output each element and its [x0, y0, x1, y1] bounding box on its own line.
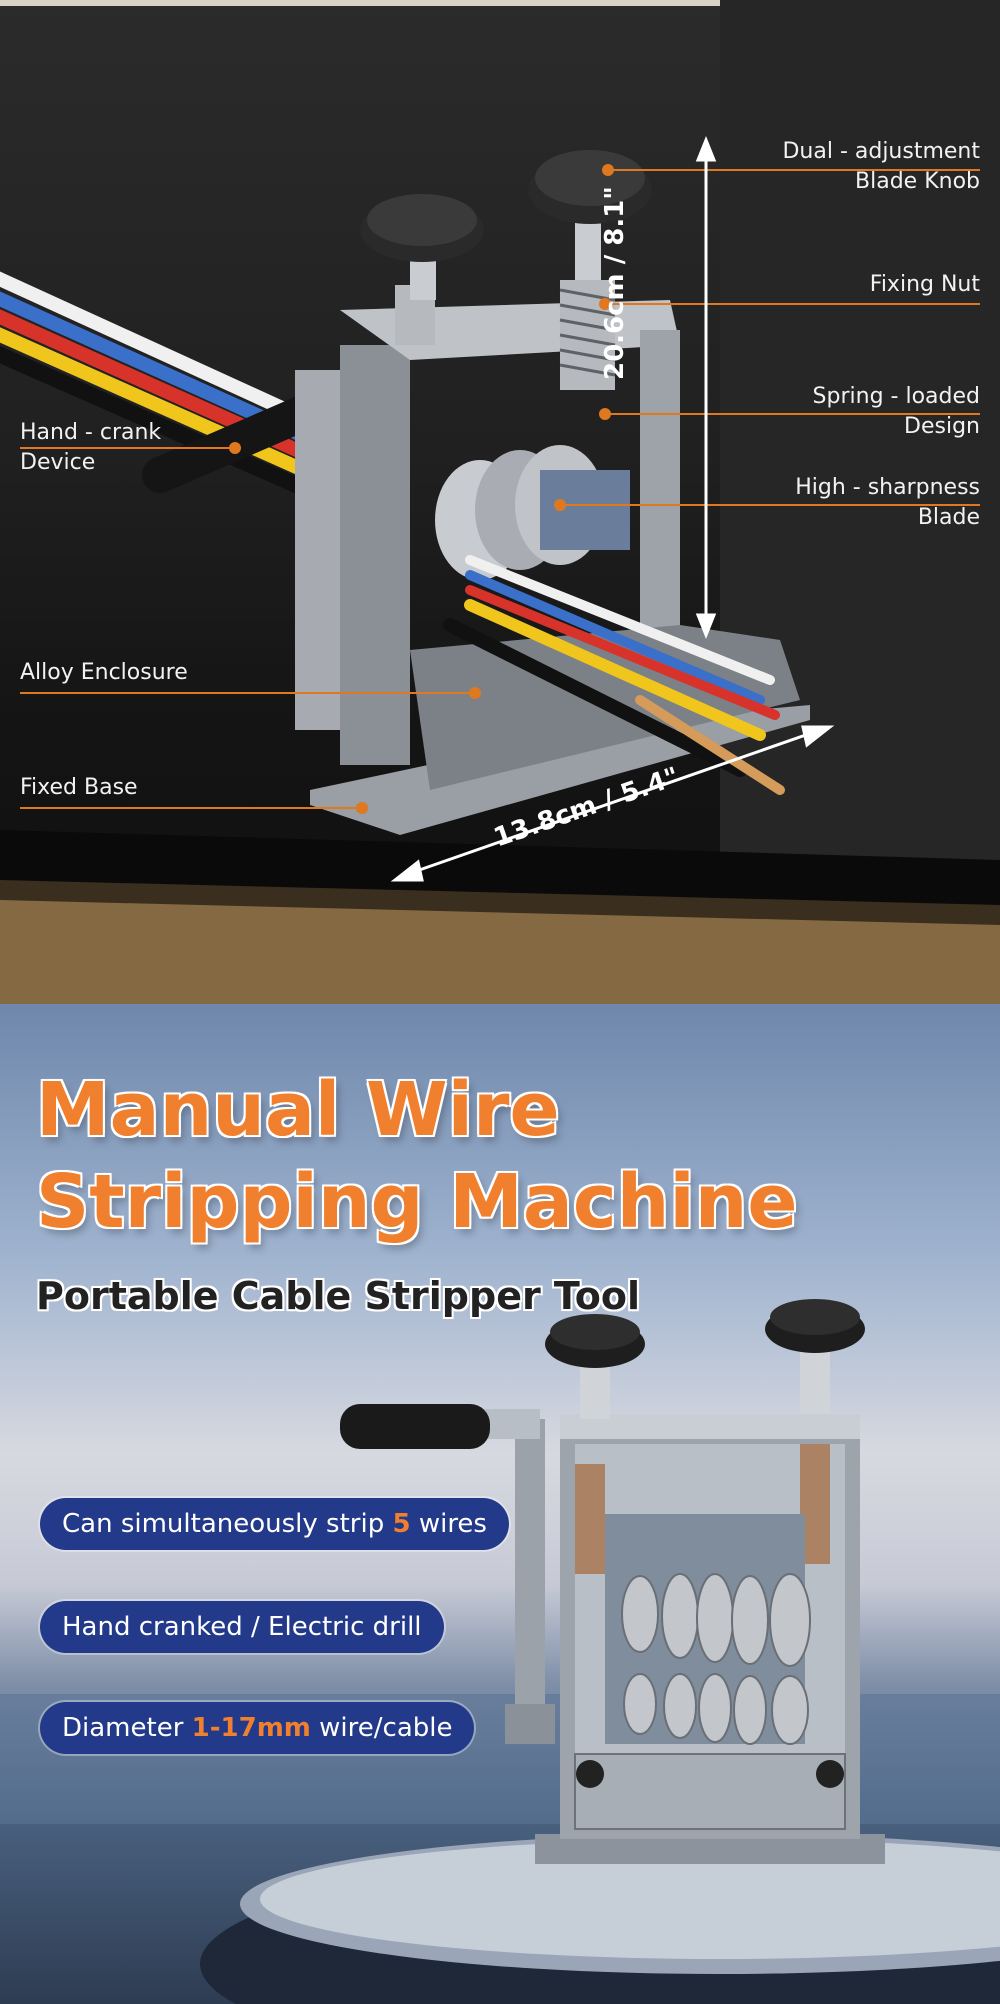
callout-hand-crank-line1: Hand - crank	[20, 420, 162, 445]
callout-spring: Spring - loaded Design	[700, 382, 980, 442]
callout-blade: High - sharpness Blade	[700, 473, 980, 533]
callout-hand-crank: Hand - crank Device	[20, 418, 280, 478]
product-dimensions-panel: Dual - adjustment Blade Knob Fixing Nut …	[0, 0, 1000, 1004]
callout-blade-knob: Dual - adjustment Blade Knob	[700, 137, 980, 197]
callout-alloy-enclosure-label: Alloy Enclosure	[20, 660, 188, 685]
feature-1-text: Can simultaneously strip	[62, 1509, 393, 1539]
callout-alloy-enclosure: Alloy Enclosure	[20, 658, 320, 688]
callout-fixed-base: Fixed Base	[20, 773, 320, 803]
machine-photo	[0, 1299, 1000, 2004]
top-strip	[0, 0, 1000, 6]
page-subtitle: Portable Cable Stripper Tool	[36, 1274, 641, 1318]
feature-3-text: Diameter	[62, 1713, 192, 1743]
feature-badge-diameter: Diameter 1-17mm wire/cable	[40, 1702, 475, 1754]
callout-spring-line1: Spring - loaded	[812, 384, 980, 409]
callout-blade-line2: Blade	[917, 505, 980, 530]
callout-blade-line1: High - sharpness	[795, 475, 980, 500]
height-dimension-label: 20.6cm / 8.1"	[600, 186, 630, 380]
feature-3-highlight: 1-17mm	[191, 1713, 311, 1743]
machine-illustration	[0, 0, 1000, 1004]
callout-blade-knob-line2: Blade Knob	[855, 169, 980, 194]
callout-fixing-nut-label: Fixing Nut	[869, 272, 980, 297]
feature-3-text-end: wire/cable	[310, 1713, 453, 1743]
callout-blade-knob-line1: Dual - adjustment	[782, 139, 980, 164]
feature-1-highlight: 5	[392, 1509, 411, 1539]
product-feature-panel: Manual Wire Stripping Machine Portable C…	[0, 1004, 1000, 2004]
feature-badge-power: Hand cranked / Electric drill	[40, 1601, 444, 1653]
page-title: Manual Wire Stripping Machine	[36, 1067, 798, 1245]
feature-1-text-end: wires	[410, 1509, 487, 1539]
callout-hand-crank-line2: Device	[20, 450, 96, 475]
callout-spring-line2: Design	[904, 414, 980, 439]
feature-2-text: Hand cranked / Electric drill	[62, 1612, 422, 1642]
callout-fixing-nut: Fixing Nut	[700, 270, 980, 300]
feature-badge-strip-count: Can simultaneously strip 5 wires	[40, 1498, 509, 1550]
callout-fixed-base-label: Fixed Base	[20, 775, 138, 800]
